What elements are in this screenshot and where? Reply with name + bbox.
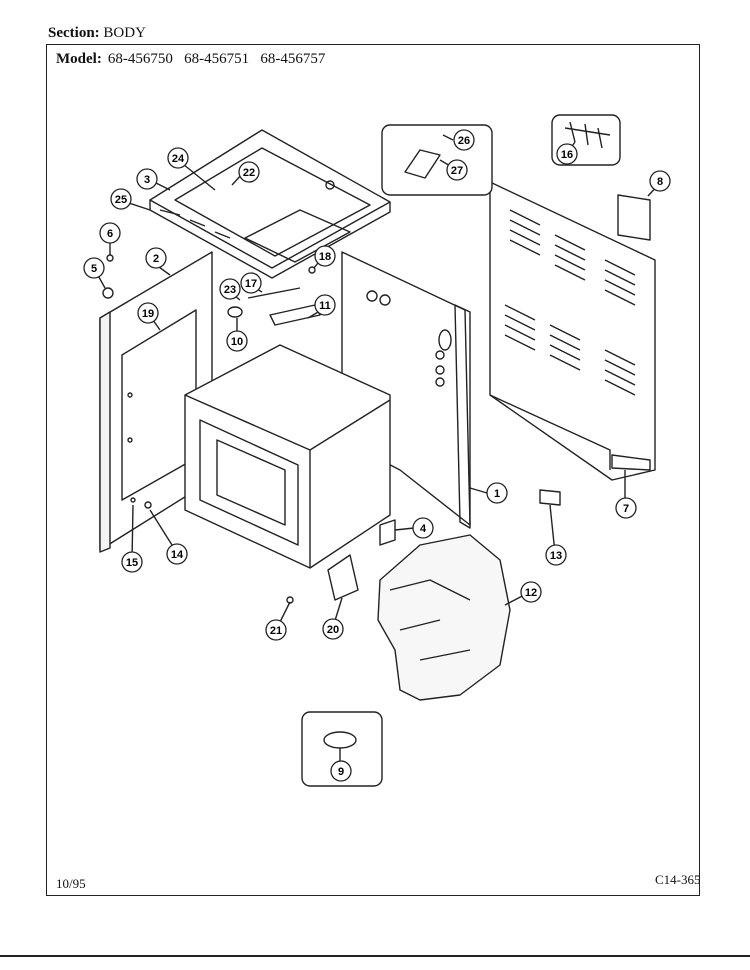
svg-text:14: 14 xyxy=(171,549,184,561)
svg-text:12: 12 xyxy=(525,587,537,599)
part-14 xyxy=(144,501,152,509)
svg-text:8: 8 xyxy=(657,176,663,188)
callout-6: 6 xyxy=(99,222,121,244)
callout-14: 14 xyxy=(166,543,188,565)
callout-3: 3 xyxy=(136,168,158,190)
model-label: Model: xyxy=(56,51,102,67)
part-7 xyxy=(611,454,651,471)
footer-code: C14-365 xyxy=(655,872,701,887)
svg-text:9: 9 xyxy=(338,766,344,778)
part-18 xyxy=(308,266,316,274)
svg-text:25: 25 xyxy=(115,194,127,206)
back-panel-part xyxy=(489,181,656,481)
part-15 xyxy=(130,497,136,503)
part-20 xyxy=(327,554,359,601)
svg-text:17: 17 xyxy=(245,278,257,290)
svg-text:16: 16 xyxy=(561,149,573,161)
svg-text:2: 2 xyxy=(153,253,159,265)
callout-27: 27 xyxy=(446,159,468,181)
svg-text:7: 7 xyxy=(623,503,629,515)
footer-date: 10/95 xyxy=(56,876,86,891)
svg-text:27: 27 xyxy=(451,165,463,177)
bottom-rule xyxy=(0,955,750,957)
callout-24: 24 xyxy=(167,147,189,169)
svg-text:5: 5 xyxy=(91,263,97,275)
callout-7: 7 xyxy=(615,497,637,519)
callout-8: 8 xyxy=(649,170,671,192)
svg-text:23: 23 xyxy=(224,284,236,296)
callout-18: 18 xyxy=(314,245,336,267)
svg-text:26: 26 xyxy=(458,135,470,147)
callout-11: 11 xyxy=(314,294,336,316)
part-8 xyxy=(617,194,651,241)
callout-13: 13 xyxy=(545,544,567,566)
callout-21: 21 xyxy=(265,619,287,641)
callout-4: 4 xyxy=(412,517,434,539)
svg-text:1: 1 xyxy=(494,488,500,500)
svg-text:15: 15 xyxy=(126,557,138,569)
svg-text:21: 21 xyxy=(270,625,282,637)
callout-23: 23 xyxy=(219,278,241,300)
insulation-blanket-part xyxy=(377,534,511,701)
callout-5: 5 xyxy=(83,257,105,279)
callout-1: 1 xyxy=(486,482,508,504)
section-line: Section: BODY xyxy=(48,25,146,42)
part-10 xyxy=(227,306,243,318)
section-value: BODY xyxy=(103,25,146,41)
oven-cavity-part xyxy=(184,344,391,569)
svg-text:10: 10 xyxy=(231,336,243,348)
callout-group: 1 2 3 4 5 6 7 8 9 10 11 12 13 14 15 16 1… xyxy=(83,129,671,782)
svg-text:24: 24 xyxy=(172,153,185,165)
svg-text:22: 22 xyxy=(243,167,255,179)
inset-box-9 xyxy=(301,711,383,787)
svg-text:20: 20 xyxy=(327,624,339,636)
callout-2: 2 xyxy=(145,247,167,269)
part-5 xyxy=(102,287,114,299)
part-13 xyxy=(539,489,561,506)
model-line: Model: 68-456750 68-456751 68-456757 xyxy=(56,51,325,68)
callout-15: 15 xyxy=(121,551,143,573)
part-11 xyxy=(269,304,321,326)
callout-26: 26 xyxy=(453,129,475,151)
svg-text:6: 6 xyxy=(107,228,113,240)
svg-text:3: 3 xyxy=(144,174,150,186)
right-side-panel-part xyxy=(341,251,471,529)
diagram-frame xyxy=(46,44,700,896)
section-label: Section: xyxy=(48,25,100,41)
callout-19: 19 xyxy=(137,302,159,324)
svg-text:19: 19 xyxy=(142,308,154,320)
svg-text:13: 13 xyxy=(550,550,562,562)
part-17 xyxy=(247,287,301,299)
model-numbers: 68-456750 68-456751 68-456757 xyxy=(107,51,326,67)
svg-text:11: 11 xyxy=(319,300,331,312)
top-panel-part xyxy=(149,129,391,279)
callout-25: 25 xyxy=(110,188,132,210)
callout-10: 10 xyxy=(226,330,248,352)
part-4 xyxy=(379,519,396,546)
callout-17: 17 xyxy=(240,272,262,294)
svg-text:18: 18 xyxy=(319,251,331,263)
callout-20: 20 xyxy=(322,618,344,640)
callout-9: 9 xyxy=(330,760,352,782)
svg-text:4: 4 xyxy=(420,523,427,535)
callout-12: 12 xyxy=(520,581,542,603)
callout-16: 16 xyxy=(556,143,578,165)
callout-22: 22 xyxy=(238,161,260,183)
part-6 xyxy=(106,254,114,262)
